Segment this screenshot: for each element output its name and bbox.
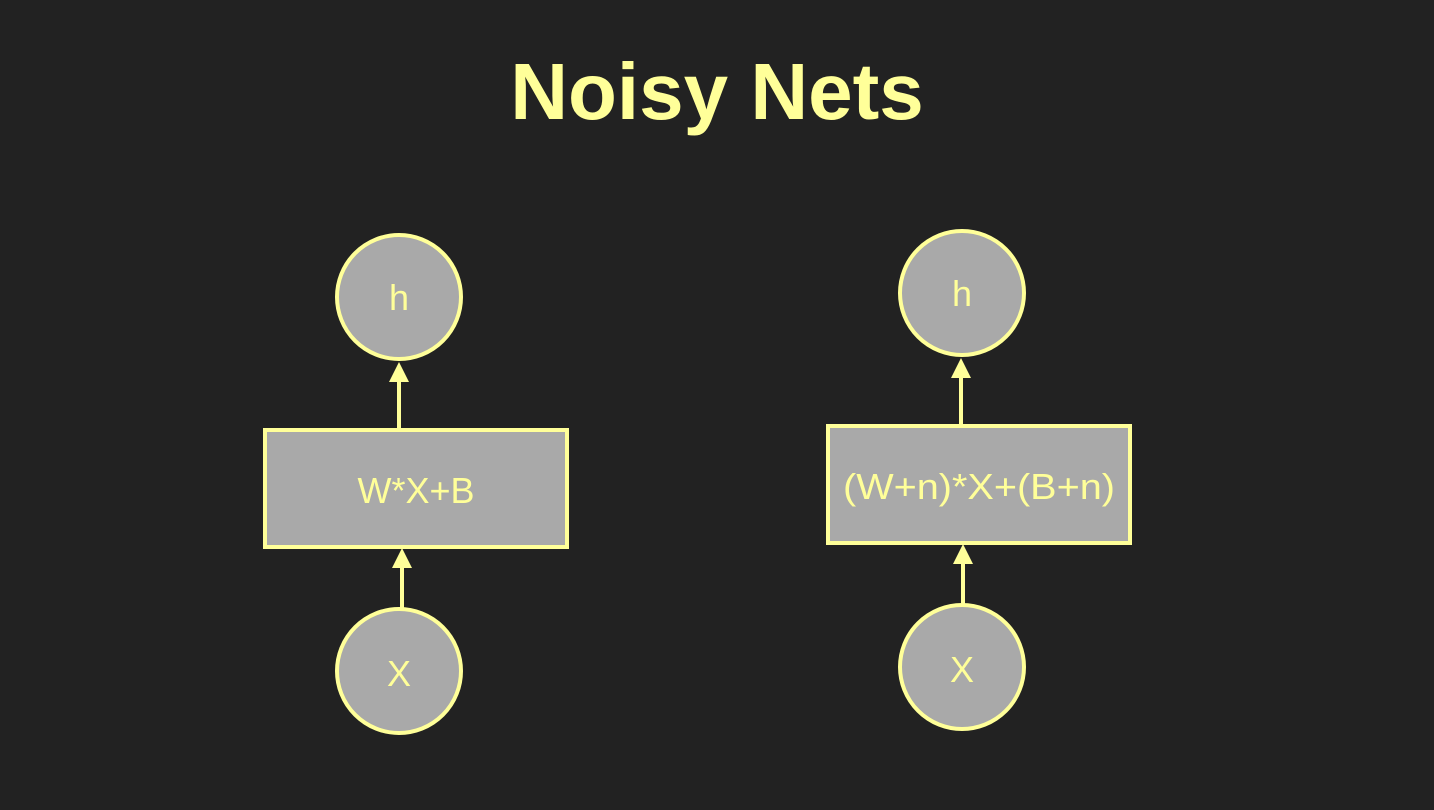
layer-box-right <box>826 424 1132 545</box>
slide-title: Noisy Nets <box>510 47 924 136</box>
output-node-label-left: h <box>389 277 409 318</box>
arrowhead-input-to-layer-left <box>392 548 412 568</box>
layer-box-left <box>263 428 569 549</box>
layer-label-right: (W+n)*X+(B+n) <box>843 466 1115 507</box>
standard-layer-diagram: h W*X+B X <box>263 233 569 735</box>
arrowhead-layer-to-output-right <box>951 358 971 378</box>
output-node-label-right: h <box>952 273 972 314</box>
noisy-layer-diagram: h (W+n)*X+(B+n) X <box>826 229 1132 731</box>
output-node-h-left <box>335 233 463 361</box>
input-node-x-left <box>335 607 463 735</box>
output-node-h-right <box>898 229 1026 357</box>
input-node-x-right <box>898 603 1026 731</box>
arrowhead-input-to-layer-right <box>953 544 973 564</box>
layer-label-left: W*X+B <box>357 470 474 511</box>
input-node-label-right: X <box>950 649 974 690</box>
input-node-label-left: X <box>387 653 411 694</box>
arrowhead-layer-to-output-left <box>389 362 409 382</box>
